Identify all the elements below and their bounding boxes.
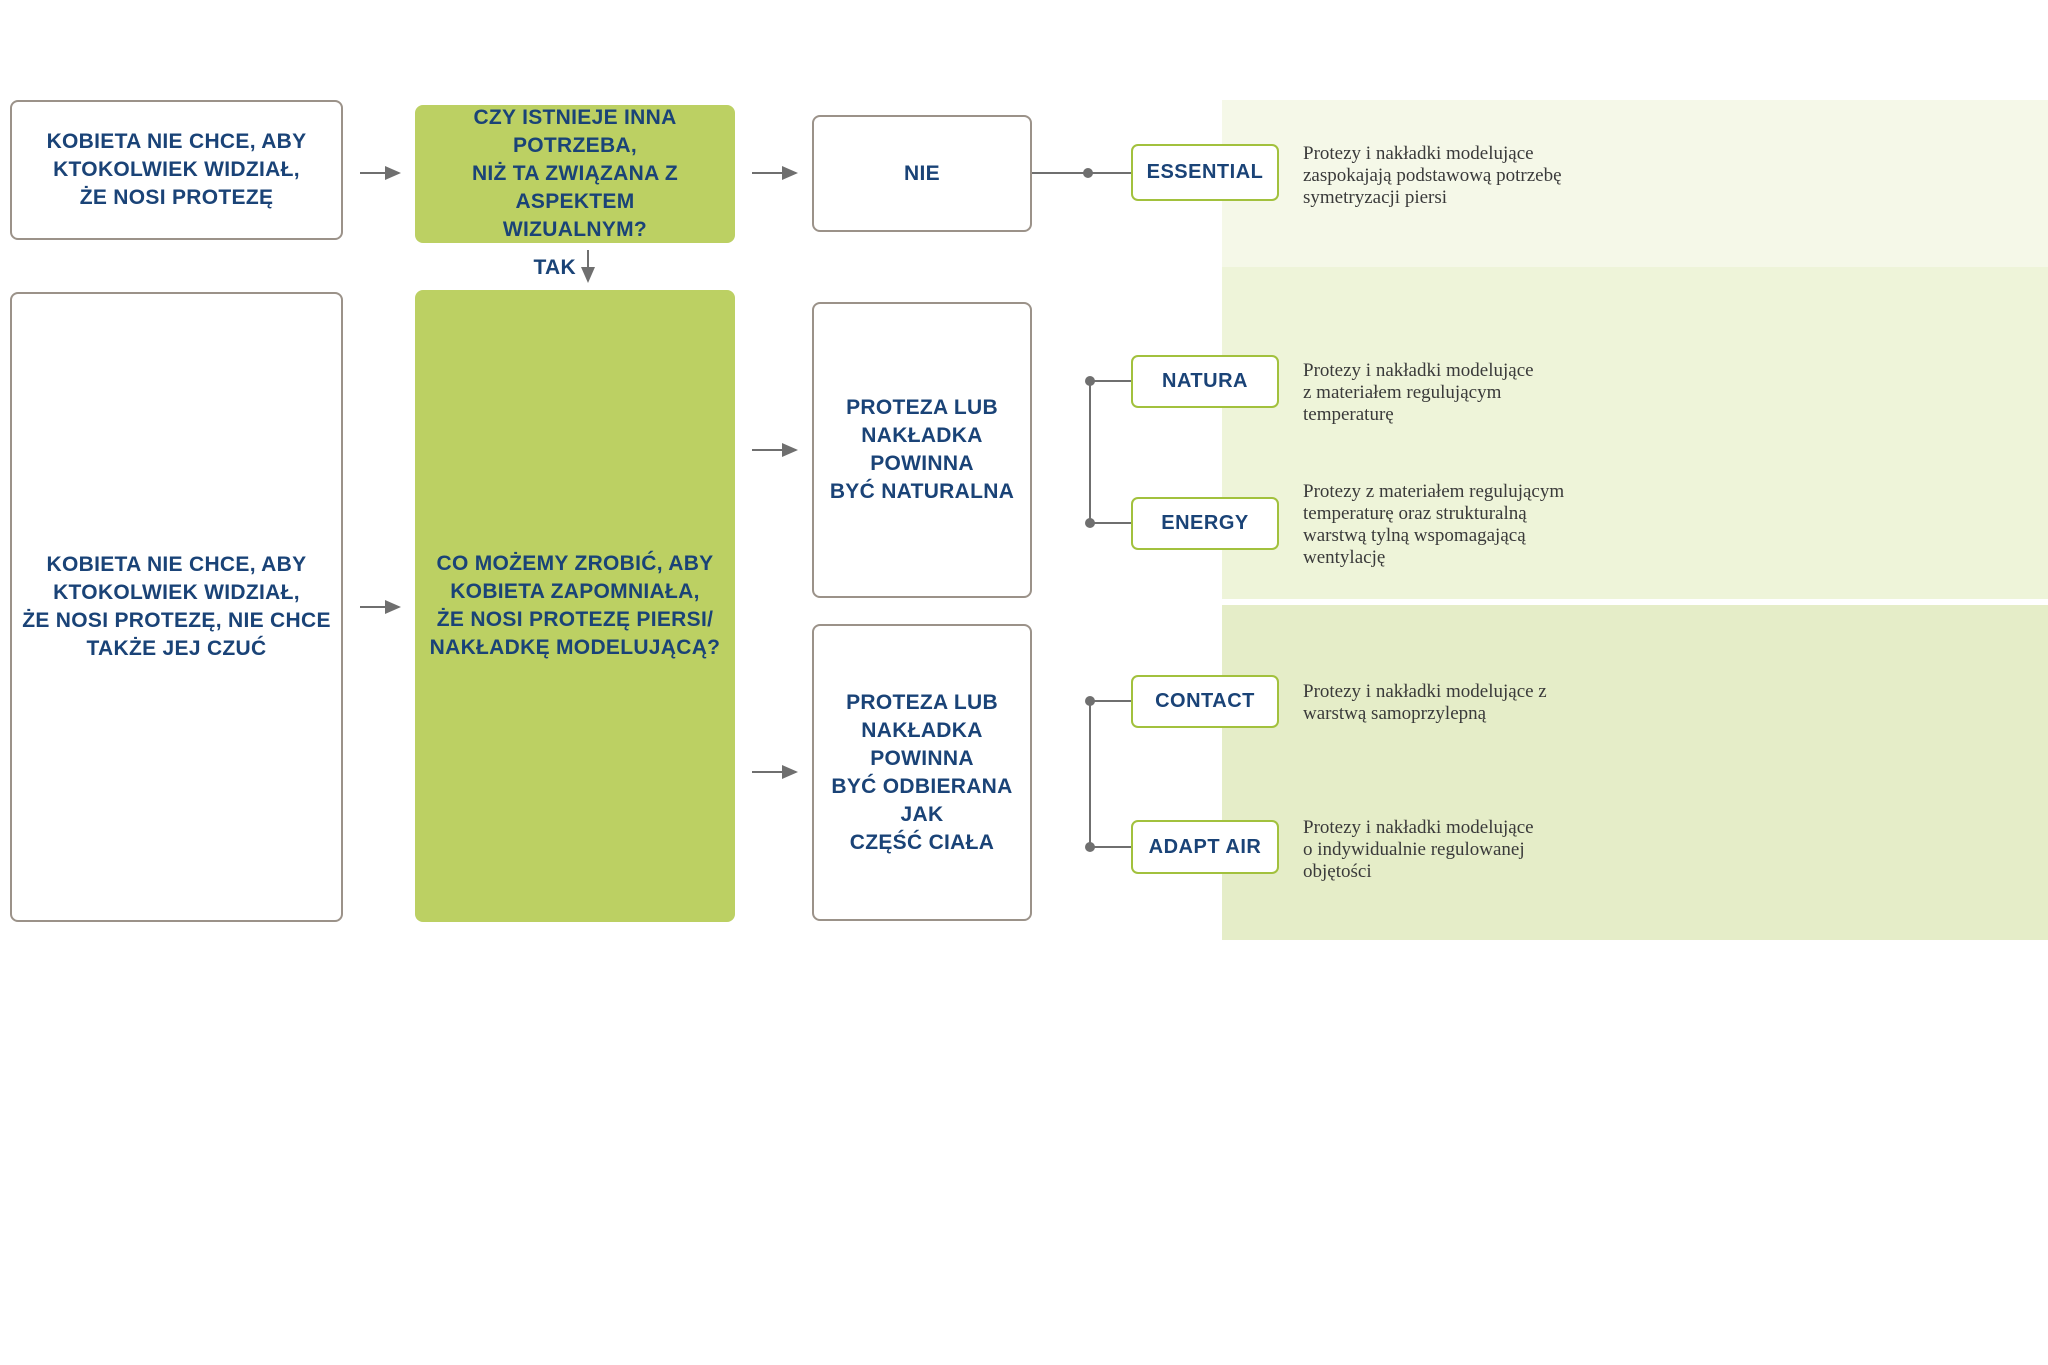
- junction-dot-adaptair: [1085, 842, 1095, 852]
- node-start-top: KOBIETA NIE CHCE, ABY KTOKOLWIEK WIDZIAŁ…: [10, 100, 343, 240]
- product-contact-label: CONTACT: [1155, 690, 1255, 712]
- panel-essential-background: [1222, 100, 2048, 267]
- junction-dot-contact: [1085, 696, 1095, 706]
- product-adapt-air-description: Protezy i nakładki modelujące o indywidu…: [1303, 817, 1534, 882]
- product-energy-description: Protezy z materiałem regulującym tempera…: [1303, 481, 1565, 568]
- node-answer-yes-label: TAK: [533, 256, 576, 279]
- product-adapt-air-label: ADAPT AIR: [1148, 835, 1262, 858]
- node-start-top-label: KOBIETA NIE CHCE, ABY KTOKOLWIEK WIDZIAŁ…: [46, 130, 307, 209]
- product-essential-label: ESSENTIAL: [1146, 161, 1264, 183]
- product-energy-label: ENERGY: [1161, 512, 1249, 534]
- product-natura-label: NATURA: [1162, 370, 1248, 392]
- panel-body-background: [1222, 605, 2048, 940]
- bracket-contact-adaptair: [1089, 700, 1131, 848]
- node-answer-no-label: NIE: [904, 161, 940, 185]
- node-requirement-natural: PROTEZA LUB NAKŁADKA POWINNA BYĆ NATURAL…: [812, 302, 1032, 598]
- product-natura-description: Protezy i nakładki modelujące z materiał…: [1303, 360, 1534, 425]
- junction-dot-natura: [1085, 376, 1095, 386]
- node-requirement-body-label: PROTEZA LUB NAKŁADKA POWINNA BYĆ ODBIERA…: [831, 690, 1013, 854]
- node-question-forget: CO MOŻEMY ZROBIĆ, ABY KOBIETA ZAPOMNIAŁA…: [415, 290, 735, 922]
- product-natura: NATURA: [1131, 355, 1279, 408]
- junction-dot-essential: [1083, 168, 1093, 178]
- product-essential-description: Protezy i nakładki modelujące zaspokajaj…: [1303, 143, 1562, 208]
- node-requirement-natural-label: PROTEZA LUB NAKŁADKA POWINNA BYĆ NATURAL…: [829, 396, 1015, 503]
- product-adapt-air: ADAPT AIR: [1131, 820, 1279, 874]
- node-requirement-body: PROTEZA LUB NAKŁADKA POWINNA BYĆ ODBIERA…: [812, 624, 1032, 921]
- product-contact: CONTACT: [1131, 675, 1279, 728]
- junction-dot-energy: [1085, 518, 1095, 528]
- node-start-bottom: KOBIETA NIE CHCE, ABY KTOKOLWIEK WIDZIAŁ…: [10, 292, 343, 922]
- panel-natural-background: [1222, 267, 2048, 599]
- product-essential: ESSENTIAL: [1131, 144, 1279, 201]
- node-question-visual-label: CZY ISTNIEJE INNA POTRZEBA, NIŻ TA ZWIĄZ…: [471, 106, 679, 241]
- product-contact-description: Protezy i nakładki modelujące z warstwą …: [1303, 681, 1547, 724]
- node-answer-no: NIE: [812, 115, 1032, 232]
- node-question-visual: CZY ISTNIEJE INNA POTRZEBA, NIŻ TA ZWIĄZ…: [415, 105, 735, 243]
- product-energy: ENERGY: [1131, 497, 1279, 550]
- node-question-forget-label: CO MOŻEMY ZROBIĆ, ABY KOBIETA ZAPOMNIAŁA…: [429, 552, 721, 659]
- bracket-natura-energy: [1089, 380, 1131, 524]
- node-start-bottom-label: KOBIETA NIE CHCE, ABY KTOKOLWIEK WIDZIAŁ…: [22, 553, 331, 660]
